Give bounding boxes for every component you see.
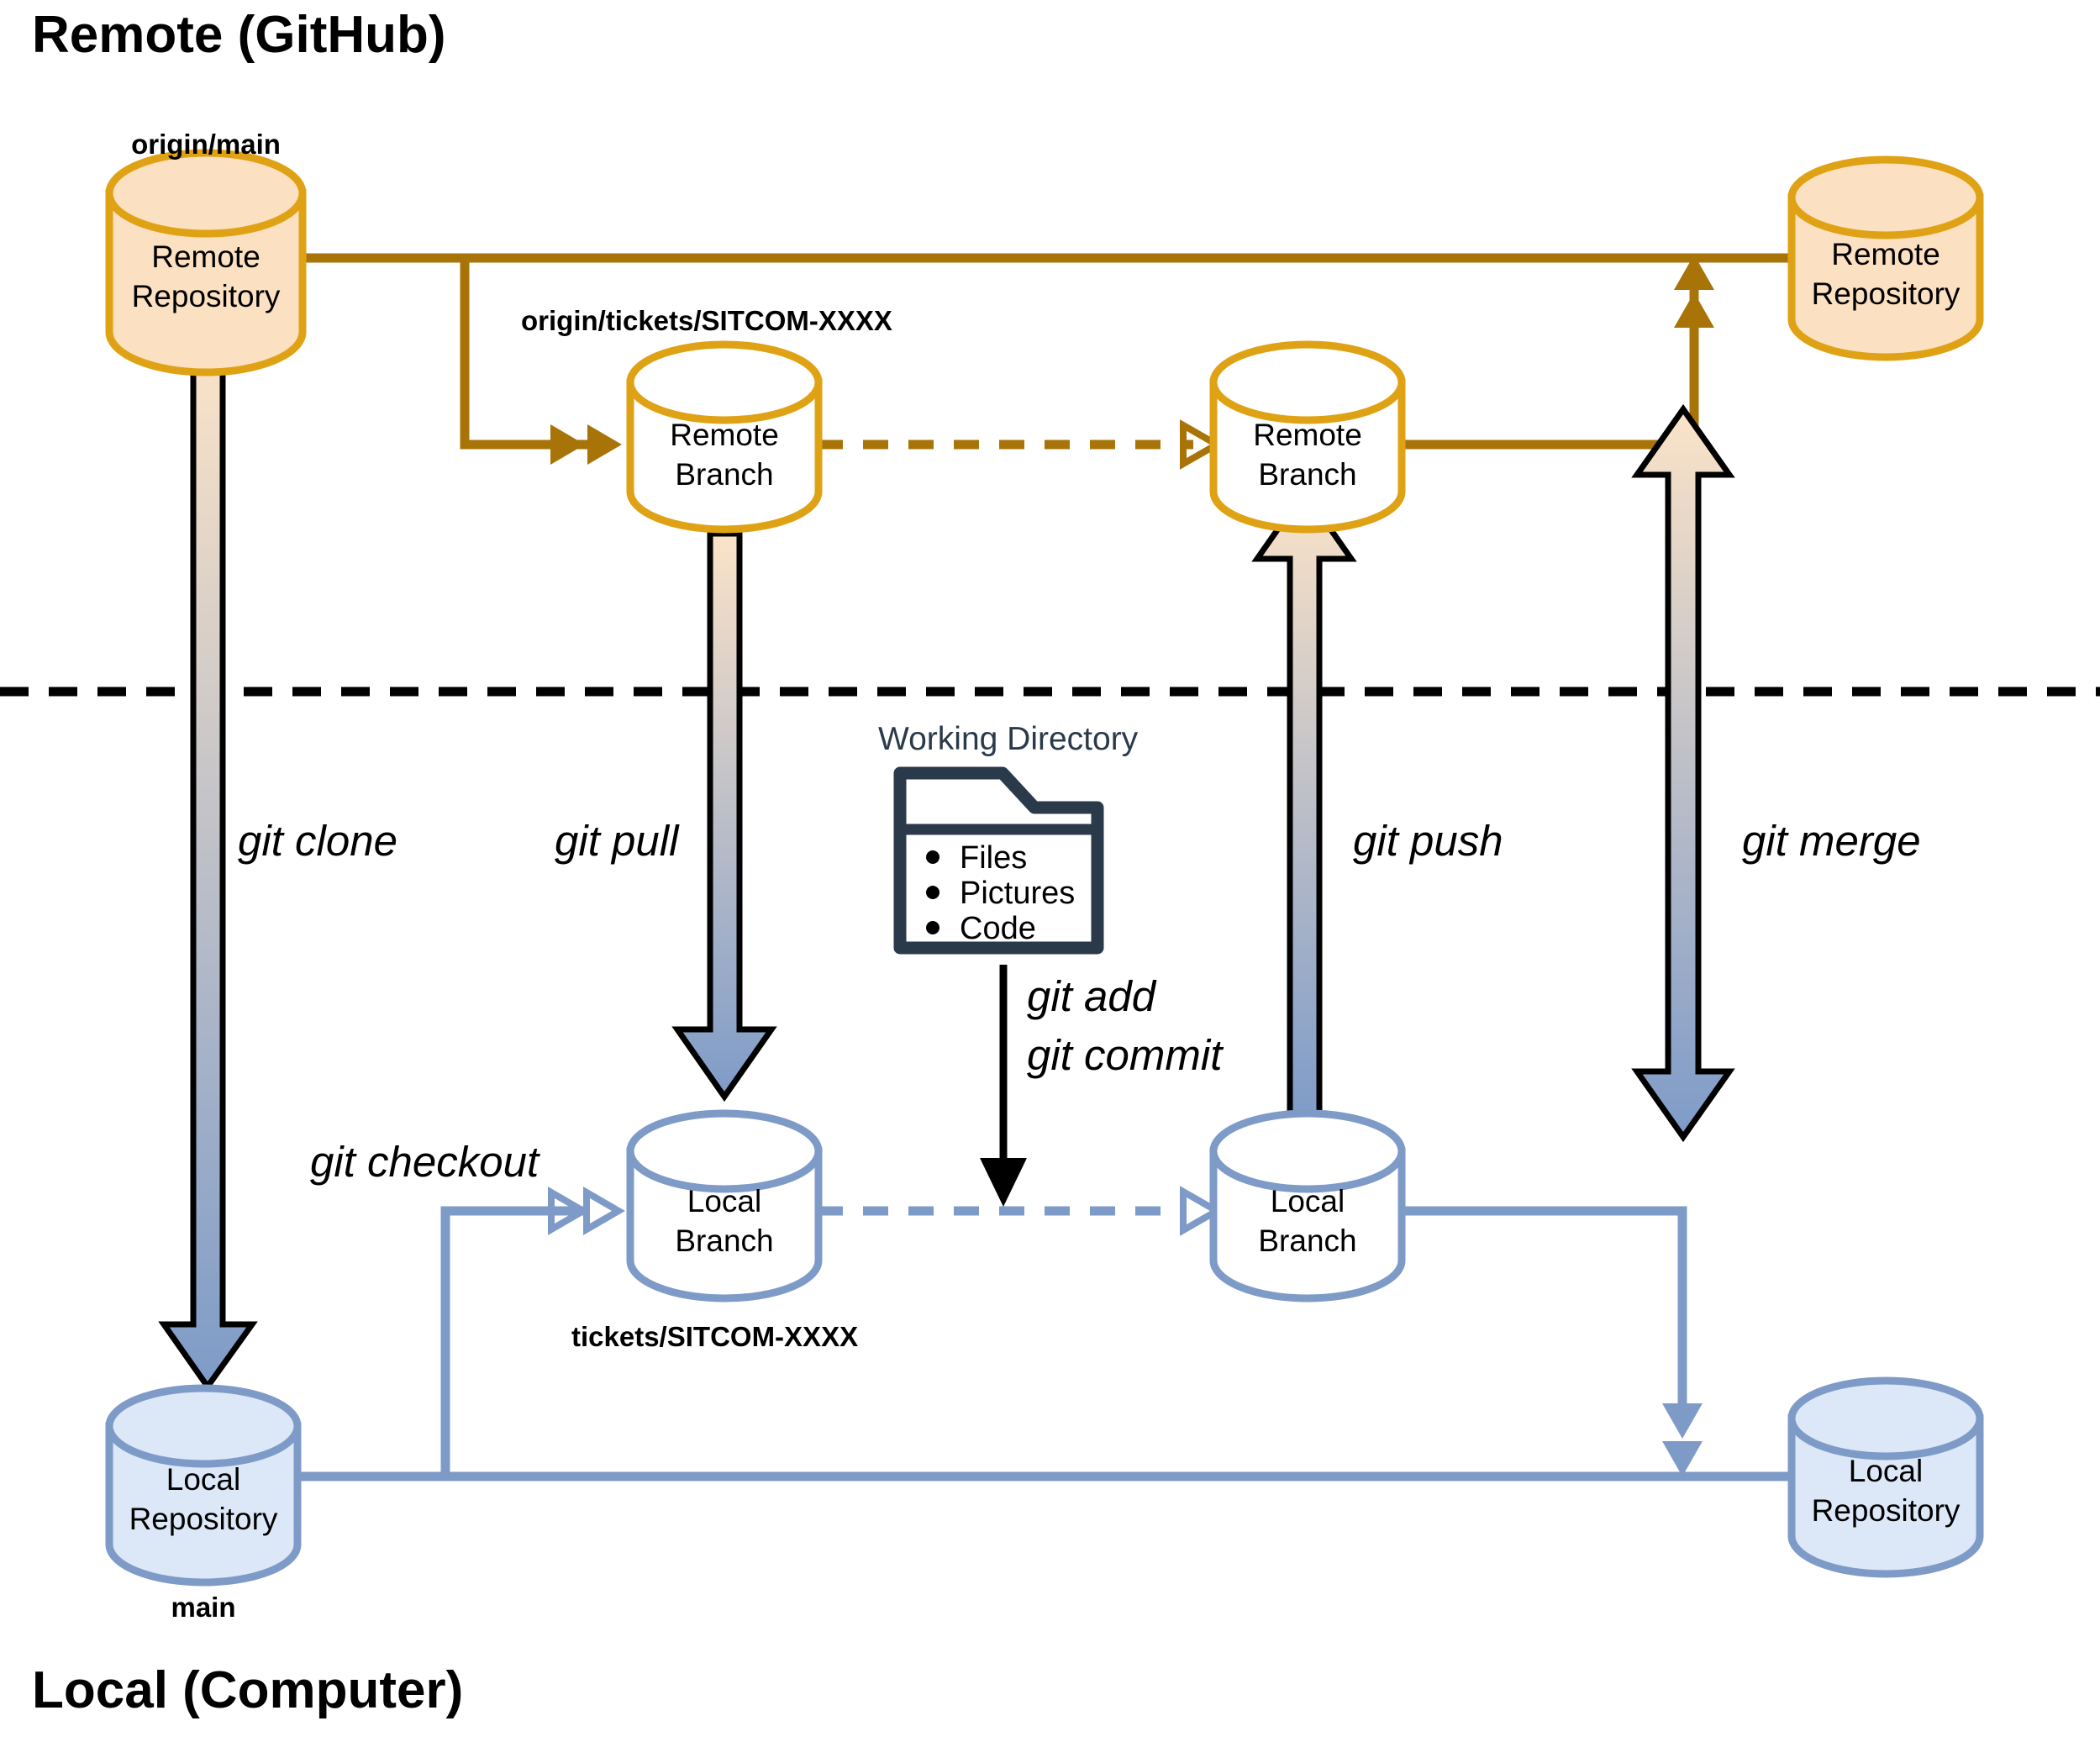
connector-remote-branch-2-to-top [1402,267,1699,450]
command-label-git-merge: git merge [1742,817,1921,865]
arrow-git-add-commit [980,965,1027,1207]
node-label-line1: Remote [1831,237,1940,271]
command-label-git-push: git push [1353,817,1503,865]
node-label-line1: Remote [670,418,779,452]
zone-title-remote: Remote (GitHub) [32,6,446,64]
zone-title-local: Local (Computer) [32,1661,463,1719]
node-label-line1: Local [687,1184,761,1218]
arrowhead-into-remote-branch-1 [550,424,622,465]
node-label-line2: Repository [132,279,281,313]
bullet-icon [926,886,939,899]
working-directory-title: Working Directory [878,721,1139,757]
node-local-branch-1[interactable]: Local Branch [626,1109,823,1303]
working-directory-item: Code [960,911,1036,946]
node-local-branch-2[interactable]: Local Branch [1209,1109,1406,1303]
node-remote-repository-main[interactable]: Remote Repository [105,149,307,376]
connector-origin-main-to-branch [294,253,588,450]
command-label-git-commit: git commit [1027,1031,1224,1079]
arrowhead-into-local-branch-2 [1180,1186,1224,1236]
node-label-line1: Local [166,1462,240,1497]
node-remote-branch-1[interactable]: Remote Branch [626,340,823,534]
node-remote-branch-2[interactable]: Remote Branch [1209,340,1406,534]
node-remote-repository-right[interactable]: Remote Repository [1787,155,1984,361]
label-main: main [171,1592,235,1623]
node-label-line2: Branch [675,457,773,492]
node-label-line2: Branch [1258,1224,1356,1258]
node-label-line1: Local [1849,1454,1923,1488]
arrowhead-down-to-local-repo [1662,1403,1703,1476]
label-origin-main: origin/main [131,129,281,160]
arrowhead-up-to-remote-repo [1674,255,1714,328]
label-origin-ticket-branch: origin/tickets/SITCOM-XXXX [521,305,892,336]
node-label-line1: Remote [151,239,261,274]
arrow-git-pull [671,530,777,1103]
node-local-repository-right[interactable]: Local Repository [1787,1376,1984,1578]
command-label-git-clone: git clone [238,817,397,865]
node-label-line2: Repository [1812,1493,1961,1528]
node-local-repository-main[interactable]: Local Repository [105,1384,302,1587]
node-label-line2: Branch [1258,457,1356,492]
arrow-git-merge [1631,403,1735,1143]
working-directory-item: Files [960,840,1027,876]
node-label-line1: Remote [1253,418,1362,452]
node-label-line2: Branch [675,1224,773,1258]
working-directory-item: Pictures [960,876,1075,911]
working-directory-items: Files Pictures Code [926,840,1075,946]
folder-icon [893,766,1104,955]
connector-checkout-path [294,1206,588,1481]
arrowhead-into-remote-branch-2 [1180,419,1224,470]
bullet-icon [926,850,939,864]
node-label-line2: Repository [129,1502,278,1536]
arrow-git-clone [158,345,258,1392]
arrowhead-into-local-branch-1 [548,1187,625,1235]
bullet-icon [926,921,939,934]
command-label-git-checkout: git checkout [310,1138,540,1186]
node-label-line1: Local [1271,1184,1345,1218]
node-label-line2: Repository [1812,276,1961,311]
label-local-ticket-branch: tickets/SITCOM-XXXX [571,1321,858,1352]
arrow-git-push [1251,486,1357,1121]
command-label-git-add: git add [1027,972,1157,1020]
command-label-git-pull: git pull [555,817,680,865]
connector-local-branch-2-to-bottom [1402,1206,1687,1429]
